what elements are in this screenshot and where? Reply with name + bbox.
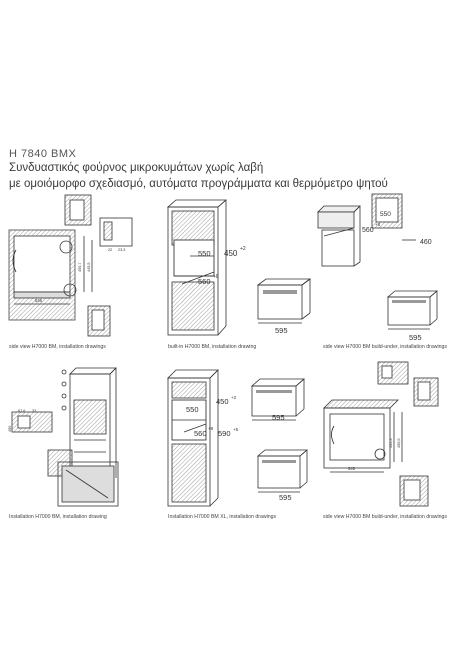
- dim-appliance-595-a: 595: [275, 326, 288, 335]
- dim-bu-560: 560: [362, 227, 374, 234]
- dim-22: 22: [108, 248, 112, 252]
- dim-bu-550: 550: [380, 211, 391, 218]
- caption-panel-4: Installation H7000 BM, installation draw…: [9, 514, 107, 520]
- caption-panel-2: built-in H7000 BM, installation drawing: [168, 344, 257, 350]
- model-title: H 7840 BMX: [9, 148, 77, 160]
- dim-xl-590: 590: [218, 429, 231, 438]
- dim-side-455-3: 455,3: [389, 438, 393, 448]
- dim-side-545: 545: [348, 466, 356, 471]
- dim-bu-460: 460: [420, 239, 432, 246]
- dim-niche-width-tol: +8: [213, 274, 219, 280]
- appliance-front-2: [386, 290, 439, 330]
- dim-niche-height-tol: +2: [240, 246, 246, 252]
- dim-ibm-450: 450: [8, 426, 12, 432]
- dim-bu-560-tol: +8: [375, 222, 381, 227]
- description-line-1: Συνδυαστικός φούρνος μικροκυμάτων χωρίς …: [9, 162, 264, 174]
- dim-appliance-595-c: 595: [272, 413, 285, 422]
- dim-depth-546: 546: [35, 298, 43, 303]
- panel-built-in-cabinet: [166, 199, 228, 336]
- dim-appliance-595-d: 595: [279, 493, 292, 502]
- panel-installation-bm: [11, 367, 119, 507]
- panel-side-view-1: [8, 194, 133, 337]
- panel-installation-bm-xl: [167, 369, 219, 507]
- dim-xl-560-tol: +8: [208, 426, 214, 431]
- dim-xl-550: 550: [186, 405, 199, 414]
- dim-appliance-595-b: 595: [409, 333, 422, 342]
- dim-xl-560: 560: [194, 429, 207, 438]
- dim-niche-550: 550: [198, 249, 211, 258]
- description-line-2: με ομοιόμορφο σχεδιασμό, αυτόματα προγρά…: [9, 178, 388, 190]
- dim-niche-width-560: 560: [198, 277, 211, 286]
- dim-23-3: 23,3: [118, 248, 125, 252]
- dim-445-5: 445,5: [87, 262, 91, 272]
- dim-xl-590-tol: +5: [233, 427, 239, 432]
- caption-panel-1: side view H7000 BM, installation drawing…: [9, 344, 106, 350]
- caption-panel-5: Installation H7000 BM XL, installation d…: [168, 514, 277, 520]
- dim-xl-450: 450: [216, 397, 229, 406]
- caption-panel-3: side view H7000 BM build-under, installa…: [323, 344, 447, 350]
- dim-ibm-33: 33: [32, 409, 36, 413]
- dim-ibm-67-6: 67,6: [18, 409, 25, 413]
- panel-side-view-build-under: [323, 361, 439, 507]
- caption-panel-6: side view H7000 BM build-under, installa…: [323, 514, 447, 520]
- dim-xl-450-tol: +2: [231, 395, 237, 400]
- dim-455-7: 455,7: [78, 262, 82, 272]
- dim-side-455-5: 455,5: [397, 438, 401, 448]
- dim-niche-height-450: 450: [224, 249, 238, 258]
- panel-build-under: [317, 193, 416, 267]
- appliance-front-3: [250, 378, 306, 421]
- appliance-front-1: [256, 278, 312, 324]
- appliance-front-4: [256, 449, 309, 493]
